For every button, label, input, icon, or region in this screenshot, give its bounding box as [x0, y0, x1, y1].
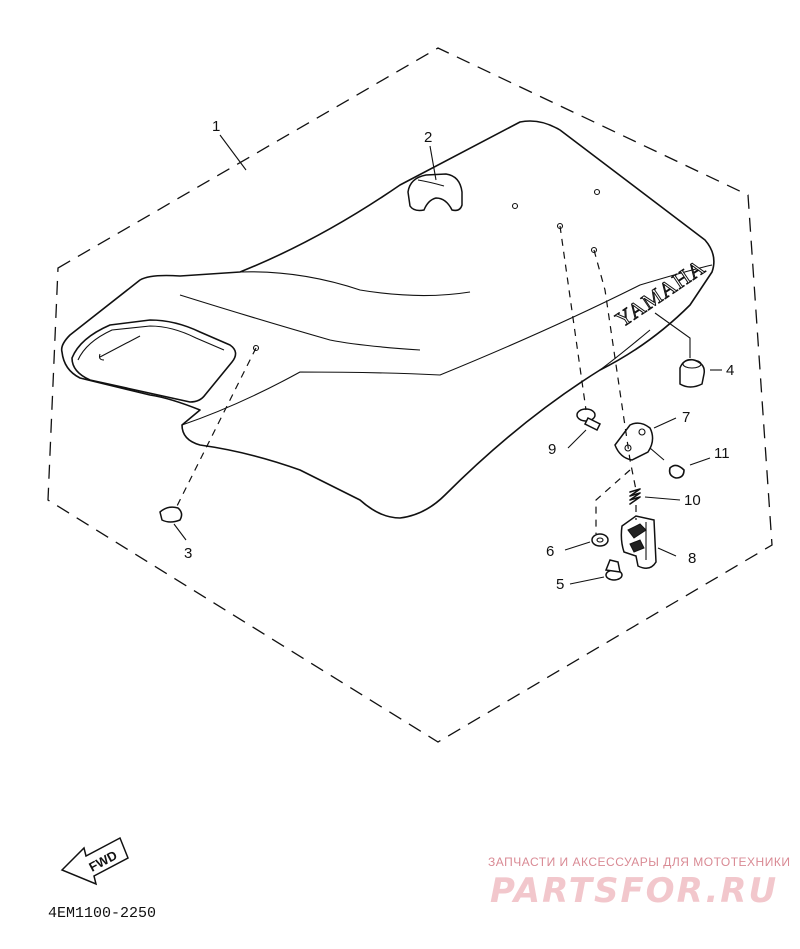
- spring-drawing: [629, 488, 641, 505]
- clip-drawing: [668, 464, 685, 479]
- watermark-tagline: ЗАПЧАСТИ И АКСЕССУАРЫ ДЛЯ МОТОТЕХНИКИ: [488, 855, 790, 869]
- seat-brand-logo: YAMAHA: [611, 254, 710, 332]
- cushion-rear-drawing: [679, 358, 706, 388]
- washer-drawing: [591, 533, 609, 547]
- part-label-3: 3: [184, 545, 192, 562]
- seat-lock-drawing: [620, 515, 657, 569]
- part-label-8: 8: [688, 550, 696, 567]
- part-label-1: 1: [212, 118, 220, 135]
- seat-drawing: [60, 120, 715, 519]
- part-label-5: 5: [556, 576, 564, 593]
- assembly-boundary: [47, 47, 773, 743]
- screw-drawing: [576, 408, 602, 432]
- cushion-front-drawing: [159, 506, 183, 523]
- part-label-7: 7: [682, 409, 690, 426]
- part-label-4: 4: [726, 362, 734, 379]
- part-label-9: 9: [548, 441, 556, 458]
- seat-handle-drawing: [407, 173, 463, 212]
- part-label-2: 2: [424, 129, 432, 146]
- watermark-site: PARTSFOR.RU: [490, 871, 778, 911]
- forward-direction-arrow: FWD: [60, 836, 129, 886]
- bolt-drawing: [604, 559, 623, 581]
- part-label-10: 10: [684, 492, 701, 509]
- hook-plate-drawing: [614, 422, 665, 461]
- catalog-code: 4EM1100-2250: [48, 905, 156, 922]
- part-label-11: 11: [714, 445, 730, 462]
- part-label-6: 6: [546, 543, 554, 560]
